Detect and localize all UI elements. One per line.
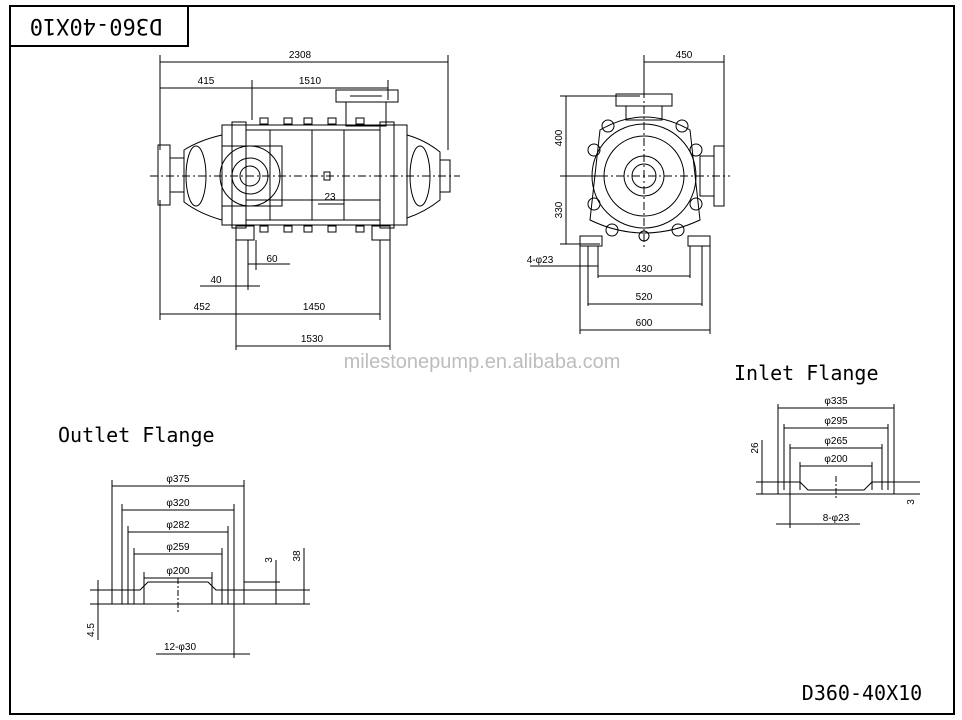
sheet-border (9, 5, 955, 715)
dim-415: 415 (198, 76, 215, 87)
dim-430: 430 (636, 264, 653, 275)
inlet-holes: 8-φ23 (823, 513, 850, 524)
dim-400: 400 (554, 129, 565, 146)
dim-2308: 2308 (289, 50, 312, 61)
dim-450: 450 (676, 50, 693, 61)
outlet-d259: φ259 (166, 542, 190, 553)
dim-452: 452 (194, 302, 211, 313)
inlet-flange-title: Inlet Flange (734, 361, 879, 385)
dim-1510: 1510 (299, 76, 322, 87)
outlet-holes: 12-φ30 (164, 642, 196, 653)
outlet-d320: φ320 (166, 498, 190, 509)
outlet-h38: 38 (292, 550, 303, 562)
inlet-d265: φ265 (824, 436, 848, 447)
outlet-d282: φ282 (166, 520, 190, 531)
dim-1530: 1530 (301, 334, 324, 345)
outlet-t3: 3 (264, 557, 275, 563)
dim-4-holes: 4-φ23 (527, 255, 554, 266)
outlet-h45: 4.5 (86, 623, 97, 637)
outlet-d200: φ200 (166, 566, 190, 577)
title-code-mirrored: D360-40X10 (30, 13, 162, 38)
inlet-t3: 3 (906, 499, 917, 505)
dim-520: 520 (636, 292, 653, 303)
pump-side-view: 2308 415 1510 (150, 50, 460, 350)
dim-330: 330 (554, 201, 565, 218)
dim-23-side: 23 (324, 192, 336, 203)
inlet-d200: φ200 (824, 454, 848, 465)
watermark: milestonepump.en.alibaba.com (344, 351, 621, 373)
dim-40: 40 (210, 275, 222, 286)
dim-1450: 1450 (303, 302, 326, 313)
outlet-flange-title: Outlet Flange (58, 423, 215, 447)
pump-end-view: 450 400 330 (527, 50, 730, 334)
outlet-flange-drawing: Outlet Flange φ375 φ320 φ282 φ259 φ200 3… (58, 423, 310, 658)
dim-60: 60 (266, 254, 278, 265)
title-block-top (9, 5, 189, 47)
inlet-h26: 26 (750, 442, 761, 454)
title-code-bottom: D360-40X10 (802, 681, 922, 705)
outlet-d375: φ375 (166, 474, 190, 485)
dim-600: 600 (636, 318, 653, 329)
inlet-d295: φ295 (824, 416, 848, 427)
inlet-flange-drawing: Inlet Flange φ335 φ295 φ265 φ200 26 3 8-… (734, 361, 920, 528)
inlet-d335: φ335 (824, 396, 848, 407)
